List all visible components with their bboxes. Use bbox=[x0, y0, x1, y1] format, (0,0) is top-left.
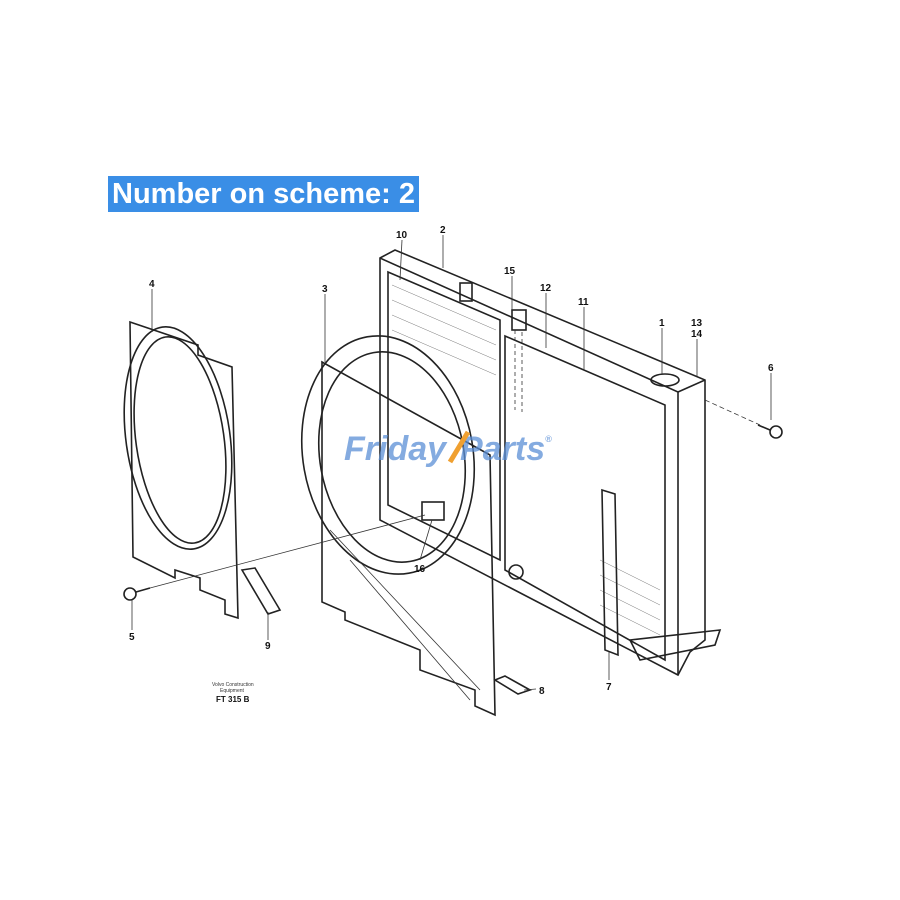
callout-5: 5 bbox=[129, 632, 135, 643]
callout-12: 12 bbox=[540, 283, 552, 294]
callout-2: 2 bbox=[440, 225, 446, 236]
callout-3: 3 bbox=[322, 284, 328, 295]
part-3-fan-shroud bbox=[300, 335, 496, 717]
callout-14: 14 bbox=[691, 329, 703, 340]
callout-10: 10 bbox=[396, 230, 408, 241]
part-2-radiator bbox=[379, 249, 722, 677]
callout-8: 8 bbox=[539, 686, 545, 697]
callout-11: 11 bbox=[578, 297, 589, 308]
leader-lines bbox=[131, 235, 772, 691]
callout-15: 15 bbox=[504, 266, 516, 277]
callout-7: 7 bbox=[606, 682, 612, 693]
callout-16: 16 bbox=[414, 564, 426, 575]
bolt-6 bbox=[757, 424, 783, 439]
caption-line-2: Equipment bbox=[220, 688, 245, 694]
bolt-5 bbox=[123, 587, 151, 601]
callout-1: 1 bbox=[659, 318, 665, 329]
callout-4: 4 bbox=[149, 279, 155, 290]
part-9-strip bbox=[240, 567, 282, 615]
callout-9: 9 bbox=[265, 641, 271, 652]
part-4-cover-plate bbox=[123, 320, 239, 620]
callout-13: 13 bbox=[691, 318, 703, 329]
figure-code: FT 315 B bbox=[216, 695, 250, 704]
part-8-strip bbox=[493, 675, 532, 695]
callout-6: 6 bbox=[768, 363, 774, 374]
scheme-number-banner: Number on scheme: 2 bbox=[108, 176, 419, 212]
caption-line-1: Volvo Construction bbox=[212, 682, 254, 688]
part-7-strip bbox=[601, 488, 619, 657]
